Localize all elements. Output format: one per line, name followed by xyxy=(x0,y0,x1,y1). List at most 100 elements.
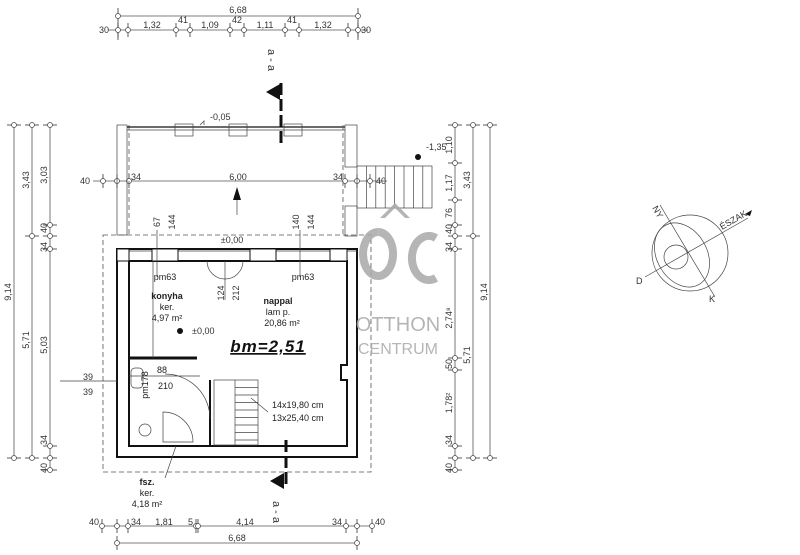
level-marker-icon xyxy=(415,154,421,160)
dim: 3,43 xyxy=(21,171,31,189)
dimension-tick xyxy=(452,355,458,361)
bottom-total-dim: 6,68 xyxy=(228,533,246,543)
watermark-line2: CENTRUM xyxy=(358,341,438,358)
dim: 41 xyxy=(287,15,297,25)
dimension-tick xyxy=(452,455,458,461)
dim: 212 xyxy=(231,285,241,300)
dimension-tick xyxy=(452,246,458,252)
dim: 41 xyxy=(178,15,188,25)
room-area: 4,18 m² xyxy=(132,499,163,509)
compass-rose: ÉSZAK NY D K xyxy=(636,204,752,304)
dimension-tick xyxy=(114,523,120,529)
dimension-tick xyxy=(99,523,105,529)
dim: 40 xyxy=(89,517,99,527)
room-name: fsz. xyxy=(139,477,154,487)
compass-south: D xyxy=(636,276,643,286)
dim: 34 xyxy=(444,242,454,252)
dim: 40 xyxy=(444,463,454,473)
dim: 50 xyxy=(444,359,454,369)
dim: 88 xyxy=(157,365,167,375)
dimension-tick xyxy=(487,122,493,128)
dimension-tick xyxy=(47,122,53,128)
dimension-tick xyxy=(470,455,476,461)
otthon-centrum-watermark: OTTHON CENTRUM xyxy=(356,203,440,358)
dim: 5 xyxy=(188,517,193,527)
dim: 5,71 xyxy=(21,331,31,349)
terrace-dimension: 40 34 6,00 34 40 xyxy=(80,172,387,215)
room-name: konyha xyxy=(151,291,184,301)
section-label-bottom: a - a xyxy=(270,501,282,524)
dim: 144 xyxy=(306,214,316,229)
dimension-tick xyxy=(354,523,360,529)
level-kitchen: ±0,00 xyxy=(192,326,214,336)
dimension-tick xyxy=(452,467,458,473)
dimension-tick xyxy=(343,523,349,529)
dim: 34 xyxy=(332,517,342,527)
dim: 39 xyxy=(83,372,93,382)
dimension-tick xyxy=(452,367,458,373)
dimension-tick xyxy=(173,27,179,33)
dim: 40 xyxy=(39,463,49,473)
dim: 210 xyxy=(158,381,173,391)
dimension-tick xyxy=(29,233,35,239)
dim: 2,74⁸ xyxy=(444,307,454,329)
dim: 1,81 xyxy=(155,517,173,527)
dim: 9,14 xyxy=(3,283,13,301)
dim: 6,00 xyxy=(229,172,247,182)
room-area: 20,86 m² xyxy=(264,318,300,328)
dim: 1,09 xyxy=(201,20,219,30)
top-total-dim: 6,68 xyxy=(229,5,247,15)
dim: 39 xyxy=(83,387,93,397)
dimension-tick xyxy=(367,178,373,184)
dim: 1,11 xyxy=(257,20,274,30)
right-dimension-chain: 1,10 1,17 76 40 34 2,74⁸ 50 1,78² 34 40 … xyxy=(444,122,497,473)
dimension-tick xyxy=(47,233,53,239)
level-terrace: -0,05 xyxy=(210,112,231,122)
dimension-tick xyxy=(452,197,458,203)
dimension-tick xyxy=(11,455,17,461)
dimension-tick xyxy=(241,27,247,33)
dim: 40 xyxy=(375,517,385,527)
section-label-top: a - a xyxy=(265,49,277,72)
dimension-tick xyxy=(355,27,361,33)
dim: 1,78² xyxy=(444,393,454,414)
dimension-tick xyxy=(345,27,351,33)
dimension-tick xyxy=(487,455,493,461)
window-label: pm178 xyxy=(140,371,150,399)
dim: 5,71 xyxy=(462,346,472,364)
level-stair: -1,35 xyxy=(426,142,447,152)
entry-arrow-icon xyxy=(233,187,241,200)
dimension-tick xyxy=(125,523,131,529)
section-marker-top: a - a xyxy=(265,49,283,145)
stair-spec: 13x25,40 cm xyxy=(272,413,324,423)
dim: 40 xyxy=(444,224,454,234)
dimension-tick xyxy=(452,222,458,228)
dim: 144 xyxy=(167,214,177,229)
dim: 1,32 xyxy=(314,20,332,30)
dimension-tick xyxy=(47,222,53,228)
dimension-tick xyxy=(11,122,17,128)
dim: 124 xyxy=(216,285,226,300)
level-entry: ±0,00 xyxy=(221,235,243,245)
dim: 3,03 xyxy=(39,166,49,184)
dimension-tick xyxy=(282,27,288,33)
dimension-tick xyxy=(452,160,458,166)
dimension-tick xyxy=(452,233,458,239)
dimension-tick xyxy=(100,178,106,184)
terrace: -0,05 -1,35 xyxy=(116,112,447,237)
compass-west: NY xyxy=(650,204,665,220)
dim: 34 xyxy=(39,435,49,445)
dimension-tick xyxy=(47,455,53,461)
dimension-tick xyxy=(342,178,348,184)
room-floor: lam p. xyxy=(266,307,291,317)
dimension-tick xyxy=(195,523,201,529)
room-labels: 67 144 140 144 124 212 88 210 39 39 ±0,0… xyxy=(60,214,324,509)
dim: 34 xyxy=(333,172,343,182)
dimension-tick xyxy=(29,122,35,128)
dimension-tick xyxy=(114,540,120,546)
dimension-tick xyxy=(227,27,233,33)
dim: 40 xyxy=(80,176,90,186)
dimension-tick xyxy=(369,523,375,529)
room-area: 4,97 m² xyxy=(152,313,183,323)
